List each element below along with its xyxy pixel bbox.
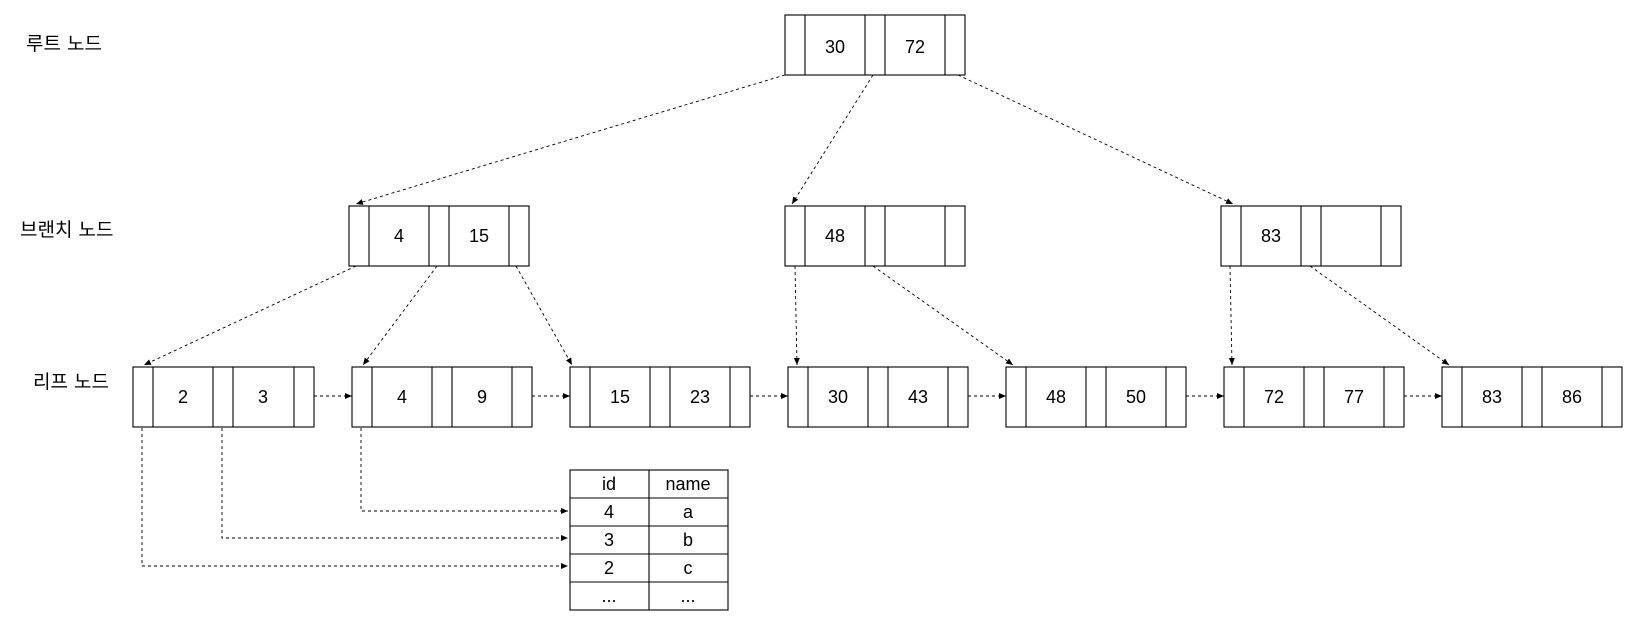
leaf-node-4: 30 43: [787, 366, 969, 428]
leaf-node-label: 리프 노드: [33, 371, 109, 393]
link-branch3-to-leaf7: [1309, 265, 1450, 366]
branch-to-leaf-links: [143, 265, 1450, 366]
link-branch1-to-leaf1: [143, 265, 357, 366]
leaf-4-key-2: 43: [908, 387, 928, 407]
leaf-3-key-1: 15: [610, 387, 630, 407]
link-root-to-branch-2: [791, 74, 874, 205]
leaf-to-table-links: [141, 428, 568, 569]
leaf-7-key-2: 86: [1562, 387, 1582, 407]
leaf-1-key-2: 3: [258, 387, 268, 407]
root-node: 30 72: [784, 14, 966, 76]
leaf-5-key-1: 48: [1046, 387, 1066, 407]
leaf-4-key-1: 30: [828, 387, 848, 407]
table-header-id: id: [602, 474, 616, 494]
branch-node-2: 48: [784, 205, 966, 267]
branch-3-key-1: 83: [1261, 226, 1281, 246]
branch-node-label: 브랜치 노드: [20, 219, 113, 241]
table-cell-name: b: [683, 530, 693, 550]
leaf-node-2: 4 9: [351, 366, 533, 428]
leaf-node-3: 15 23: [569, 366, 751, 428]
link-branch3-to-leaf6: [1228, 265, 1235, 366]
leaf-2-key-1: 4: [397, 387, 407, 407]
link-branch1-to-leaf2: [362, 265, 438, 366]
leaf-2-key-2: 9: [477, 387, 487, 407]
branch-node-1: 4 15: [348, 205, 530, 267]
link-key-2-to-row: [141, 428, 568, 569]
leaf-6-key-1: 72: [1264, 387, 1284, 407]
link-root-to-branch-1: [355, 74, 786, 205]
branch-2-key-1: 48: [825, 226, 845, 246]
table-cell-id: ...: [601, 586, 616, 606]
leaf-1-key-1: 2: [178, 387, 188, 407]
leaf-node-6: 72 77: [1223, 366, 1405, 428]
table-cell-name: a: [683, 502, 694, 522]
table-cell-name: c: [684, 558, 693, 578]
link-branch1-to-leaf3: [515, 265, 573, 366]
root-key-1: 30: [825, 37, 845, 57]
table-cell-id: 3: [604, 530, 614, 550]
root-node-label: 루트 노드: [26, 33, 102, 55]
branch-node-3: 83: [1220, 205, 1402, 267]
branch-1-key-1: 4: [394, 226, 404, 246]
link-branch2-to-leaf4: [793, 265, 800, 366]
link-key-3-to-row: [221, 428, 568, 541]
link-key-4-to-row: [360, 428, 568, 514]
leaf-3-key-2: 23: [690, 387, 710, 407]
branch-1-key-2: 15: [469, 226, 489, 246]
link-root-to-branch-3: [957, 74, 1234, 205]
data-table: id name 4 a 3 b 2 c ... ...: [569, 469, 729, 611]
table-cell-id: 2: [604, 558, 614, 578]
leaf-node-7: 83 86: [1441, 366, 1623, 428]
link-branch2-to-leaf5: [872, 265, 1014, 366]
root-key-2: 72: [905, 37, 925, 57]
table-cell-id: 4: [604, 502, 614, 522]
leaf-7-key-1: 83: [1482, 387, 1502, 407]
leaf-node-1: 2 3: [132, 366, 315, 428]
root-to-branch-links: [355, 74, 1234, 205]
leaf-node-5: 48 50: [1005, 366, 1187, 428]
leaf-5-key-2: 50: [1126, 387, 1146, 407]
leaf-6-key-2: 77: [1344, 387, 1364, 407]
table-header-name: name: [665, 474, 710, 494]
table-cell-name: ...: [680, 586, 695, 606]
